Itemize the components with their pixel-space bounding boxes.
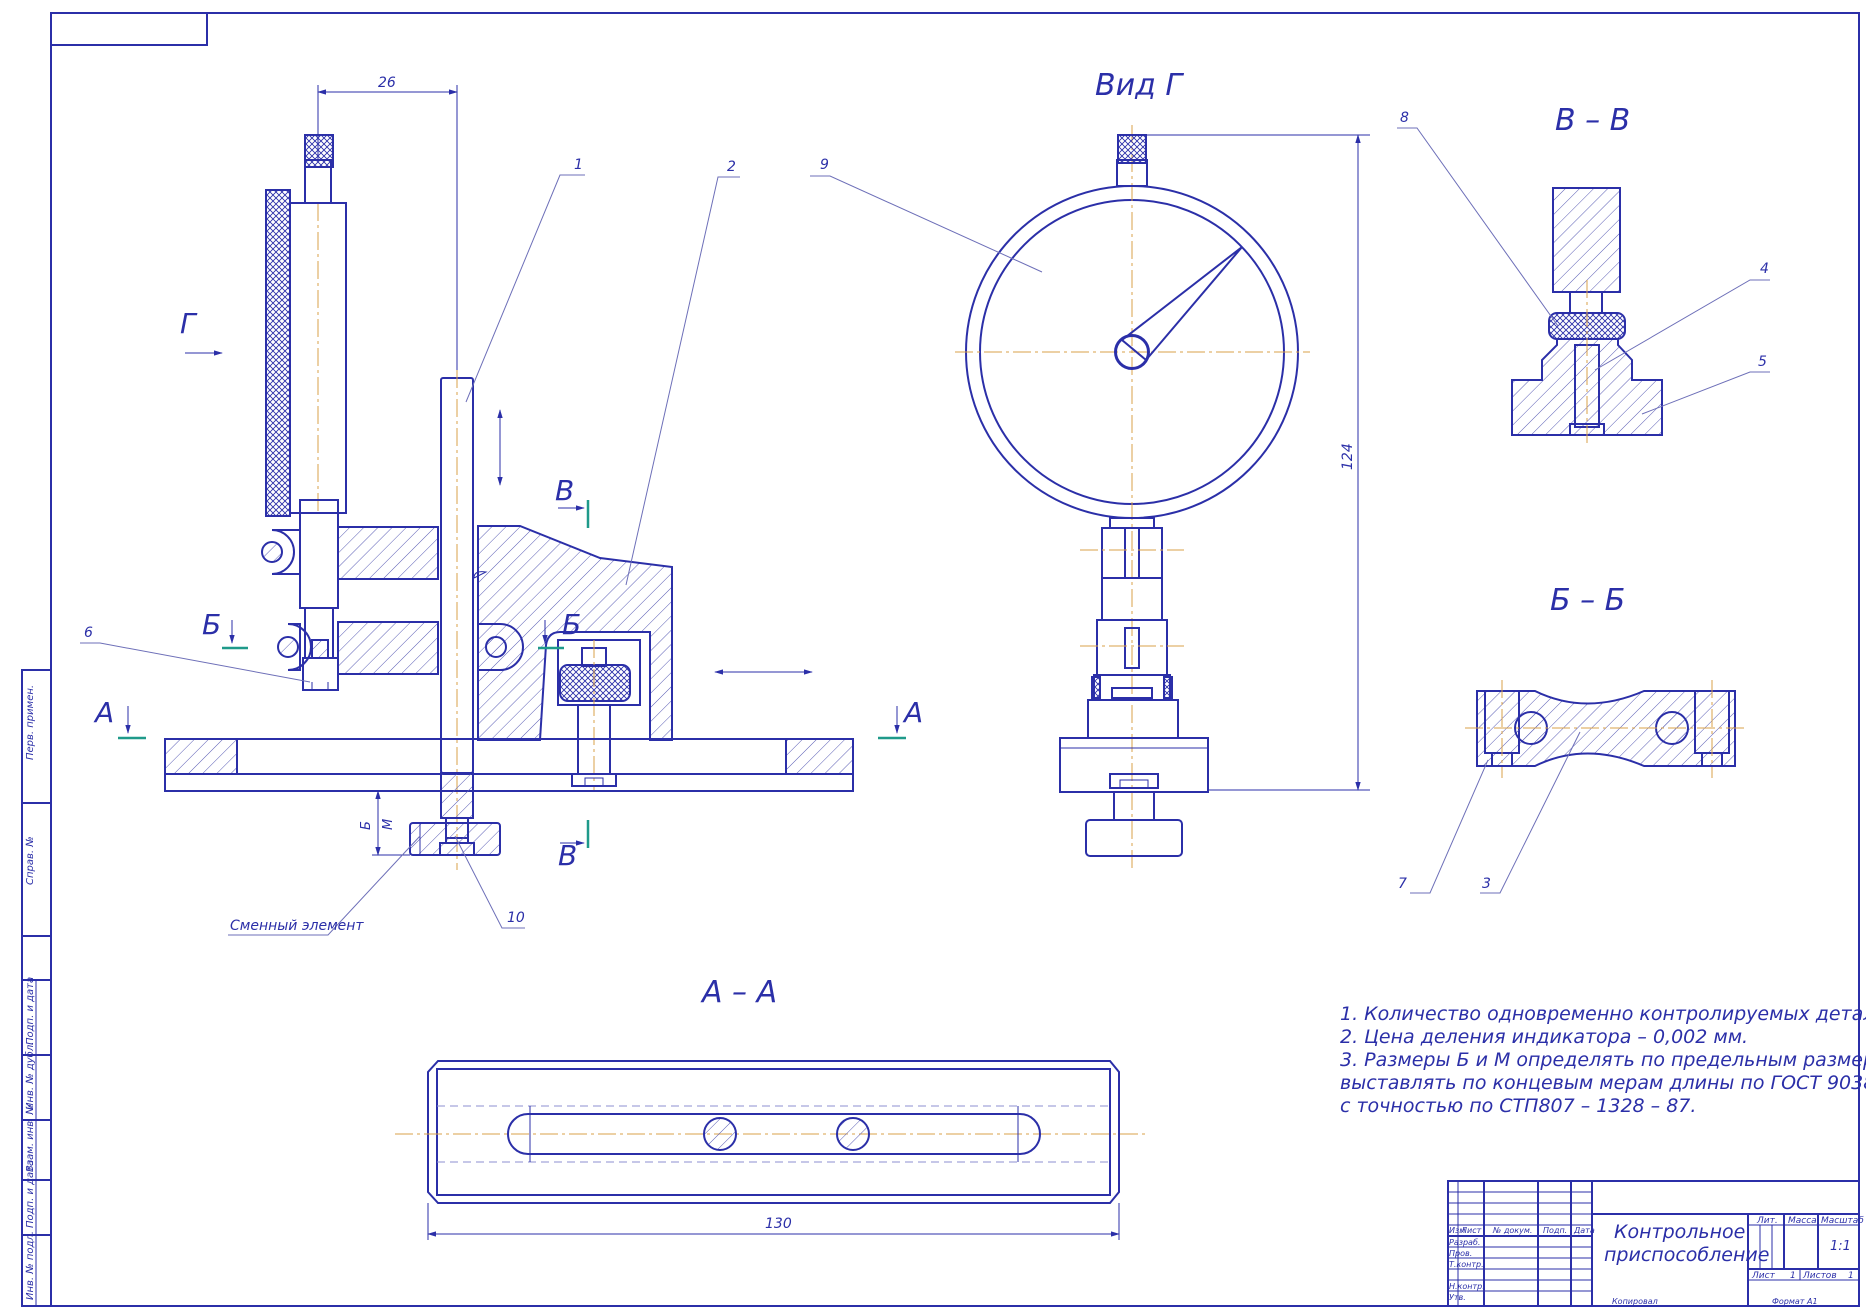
cut-letter-v-top: В <box>555 474 574 507</box>
callout-7: 7 <box>1398 876 1407 892</box>
tb-razrab: Разраб. <box>1449 1238 1480 1247</box>
tb-scale: Масштаб <box>1821 1216 1864 1226</box>
tb-copied: Копировал <box>1612 1297 1658 1306</box>
section-aa: А – А 130 <box>395 975 1148 1240</box>
callout-2: 2 <box>727 159 736 175</box>
tb-sheets-label: Листов <box>1802 1271 1837 1281</box>
view-g: Вид Г 124 9 <box>810 68 1370 870</box>
main-view: 26 <box>80 75 923 936</box>
cut-letter-v-bottom: В <box>558 839 577 872</box>
tb-title-line2: приспособление <box>1604 1244 1769 1266</box>
tb-doc: № докум. <box>1492 1226 1532 1235</box>
callout-9: 9 <box>820 157 829 173</box>
side-stamp: Перв. примен. Справ. № Подп. и дата Инв.… <box>21 669 52 1307</box>
callout-1: 1 <box>574 157 583 173</box>
callout-5: 5 <box>1758 354 1767 370</box>
callout-6: 6 <box>84 625 93 641</box>
tb-sign: Подп. <box>1543 1226 1567 1235</box>
callout-10: 10 <box>507 910 525 926</box>
dim-m: М <box>381 819 396 830</box>
tb-date: Дата <box>1573 1226 1595 1235</box>
tb-sheet-label: Лист <box>1751 1271 1776 1281</box>
section-vv-title: В – В <box>1555 103 1630 138</box>
section-vv: В – В 8 4 5 <box>1397 103 1770 445</box>
stamp-vzam-inv: Взам. инв. № <box>25 1104 36 1172</box>
tb-sheet-value: 1 <box>1790 1271 1796 1281</box>
cut-letter-b-left: Б <box>202 608 221 641</box>
tb-mass: Масса <box>1788 1216 1817 1226</box>
tb-sheets-value: 1 <box>1848 1271 1854 1281</box>
stamp-podp-data1: Подп. и дата <box>25 977 36 1045</box>
tb-scale-value: 1:1 <box>1830 1239 1851 1254</box>
cut-letter-b-right: Б <box>562 608 581 641</box>
dim-b: Б <box>359 821 374 830</box>
tb-tkontr: Т.контр. <box>1449 1260 1484 1269</box>
dim-130: 130 <box>765 1216 792 1232</box>
cut-letter-a-left: А <box>93 696 114 729</box>
stamp-inv-podl: Инв. № подл. <box>25 1231 36 1300</box>
note-4: выставлять по концевым мерам длины по ГО… <box>1340 1072 1866 1094</box>
tb-nkontr: Н.контр. <box>1449 1282 1485 1291</box>
tb-utv: Утв. <box>1449 1293 1466 1302</box>
dim-26: 26 <box>378 75 396 91</box>
tb-lit: Лит. <box>1756 1216 1778 1226</box>
callout-4: 4 <box>1760 261 1769 277</box>
frame <box>50 12 1860 1307</box>
title-block: Изм Лист № докум. Подп. Дата Разраб. Про… <box>1447 1180 1864 1307</box>
stamp-podp-data2: Подп. и дата <box>25 1160 36 1228</box>
tb-list: Лист <box>1460 1226 1482 1235</box>
callout-3: 3 <box>1482 876 1491 892</box>
callout-replaceable: Сменный элемент <box>230 918 364 934</box>
note-5: с точностью по СТП807 – 1328 – 87. <box>1340 1095 1696 1117</box>
view-g-title: Вид Г <box>1095 68 1184 103</box>
section-bb: Б – Б 7 3 <box>1398 583 1745 894</box>
dim-124: 124 <box>1340 443 1356 470</box>
note-2: 2. Цена деления индикатора – 0,002 мм. <box>1340 1026 1748 1048</box>
technical-notes: 1. Количество одновременно контролируемы… <box>1340 1003 1866 1117</box>
stamp-inv-dubl: Инв. № дубл. <box>24 1042 36 1110</box>
note-3: 3. Размеры Б и М определять по предельны… <box>1340 1049 1866 1071</box>
section-bb-title: Б – Б <box>1550 583 1625 618</box>
cut-letter-g: Г <box>180 307 198 340</box>
tb-format: Формат А1 <box>1772 1297 1818 1306</box>
note-1: 1. Количество одновременно контролируемы… <box>1340 1003 1866 1025</box>
tb-izm: Изм <box>1449 1226 1465 1235</box>
stamp-perv-primen: Перв. примен. <box>25 685 36 760</box>
tb-title-line1: Контрольное <box>1614 1221 1745 1243</box>
cut-letter-a-right: А <box>902 696 923 729</box>
callout-8: 8 <box>1400 110 1409 126</box>
stamp-sprav: Справ. № <box>25 836 36 885</box>
tb-prov: Пров. <box>1449 1249 1472 1258</box>
section-aa-title: А – А <box>700 975 777 1010</box>
